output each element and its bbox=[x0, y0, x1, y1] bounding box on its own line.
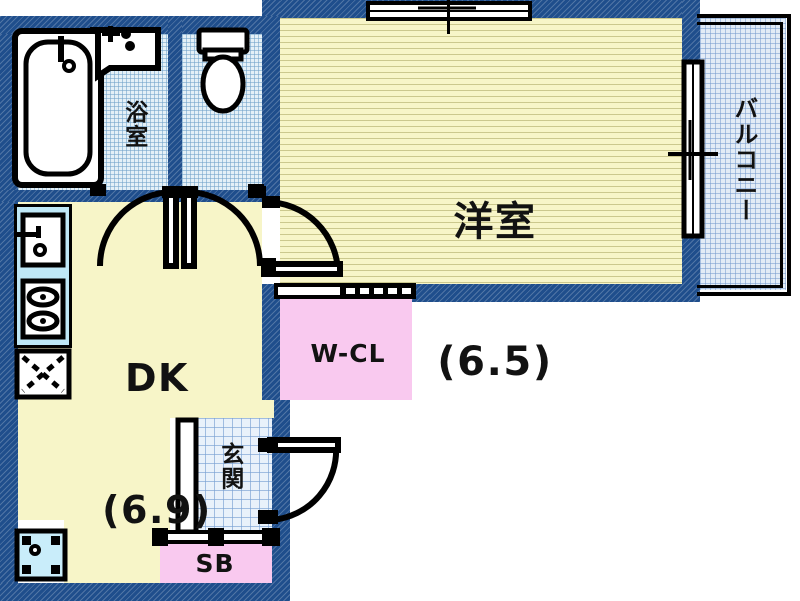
main-room-name: 洋室 bbox=[453, 198, 537, 245]
refrigerator-space-icon bbox=[14, 348, 72, 400]
entry-swing-door-icon[interactable] bbox=[258, 437, 344, 528]
bath-label: 浴室 bbox=[120, 100, 147, 149]
entrance-label: 玄関 bbox=[216, 442, 243, 491]
bathtub-icon bbox=[12, 28, 104, 188]
balcony-sliding-door-icon[interactable] bbox=[681, 59, 705, 239]
balcony-door-center-mark bbox=[668, 152, 718, 156]
toilet-icon bbox=[196, 27, 250, 114]
wall-main-room-bottom-right bbox=[430, 284, 700, 302]
door-jamb-bath-left bbox=[90, 184, 106, 196]
balcony-railing bbox=[697, 14, 791, 296]
wall-exterior-bottom bbox=[0, 583, 290, 601]
shoebox-floor bbox=[160, 539, 272, 583]
closet-floor bbox=[280, 297, 412, 400]
main-room-floor bbox=[280, 18, 682, 284]
window-center-mark-vertical bbox=[447, 0, 450, 34]
shoebox-label: SB bbox=[195, 549, 235, 578]
bath-swing-door-icon[interactable] bbox=[94, 186, 180, 274]
dk-size: (6.9) bbox=[102, 487, 212, 532]
kitchen-sink-icon bbox=[16, 212, 66, 268]
balcony-label: バルコニー bbox=[729, 96, 758, 224]
dk-name: DK bbox=[124, 356, 190, 401]
balcony-railing-inner bbox=[697, 22, 783, 288]
toilet-swing-door-icon[interactable] bbox=[178, 186, 266, 274]
main-room-label-group: 洋室 (6.5) bbox=[400, 110, 590, 474]
washbasin-icon bbox=[86, 24, 162, 82]
two-burner-stove-icon bbox=[20, 278, 66, 340]
wall-bath-toilet-partition bbox=[168, 16, 182, 196]
dk-floor-lower bbox=[18, 400, 170, 520]
wall-toilet-right bbox=[262, 16, 280, 196]
folding-closet-door-icon[interactable] bbox=[272, 281, 418, 301]
main-room-size: (6.5) bbox=[437, 338, 553, 385]
closet-label: W-CL bbox=[310, 339, 386, 368]
shoebox-sliding-door-icon[interactable] bbox=[152, 528, 280, 546]
dk-label-group: DK (6.9) bbox=[72, 272, 242, 601]
door-jamb-dk-right bbox=[248, 184, 264, 196]
dk-floor-bridge bbox=[170, 400, 274, 418]
main-room-swing-door-icon[interactable] bbox=[261, 196, 344, 278]
wall-closet-left bbox=[262, 284, 280, 414]
washing-machine-pan-icon bbox=[14, 528, 68, 582]
